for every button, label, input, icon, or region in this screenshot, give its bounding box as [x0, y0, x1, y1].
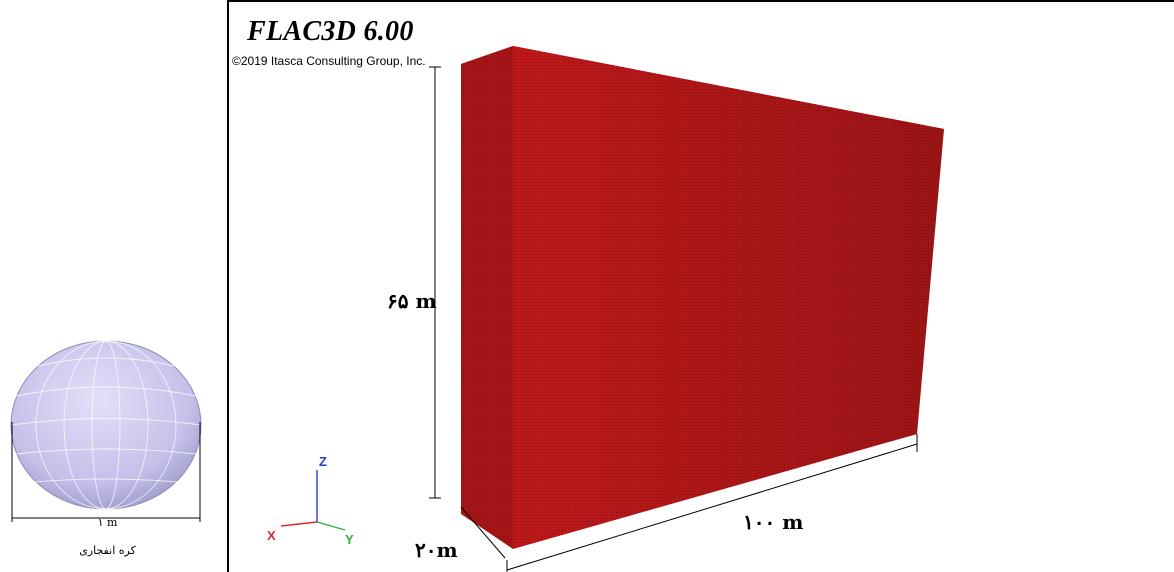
app-title: FLAC3D 6.00	[247, 16, 414, 47]
x-axis-line	[280, 521, 318, 527]
sphere-panel: ۱ m کره انفجاری	[0, 330, 215, 572]
length-dimension-label: ۱۰۰ m	[743, 510, 804, 534]
flac3d-viewport: FLAC3D 6.00 ©2019 Itasca Consulting Grou…	[227, 0, 1174, 572]
height-dimension-label: ۶۵ m	[387, 289, 437, 313]
width-dimension-label: ۲۰m	[415, 538, 458, 562]
block-side-face	[461, 46, 513, 549]
sphere-caption: کره انفجاری	[79, 544, 136, 557]
y-axis-label: Y	[345, 532, 354, 545]
x-axis-label: X	[267, 528, 276, 543]
dimension-lines	[429, 66, 918, 572]
rock-block-model	[429, 46, 944, 572]
y-axis-line	[316, 521, 346, 531]
explosive-sphere	[10, 340, 202, 522]
sphere-diameter-label: ۱ m	[97, 516, 118, 529]
axis-triad: Z X Y	[267, 454, 354, 545]
copyright-notice: ©2019 Itasca Consulting Group, Inc.	[232, 54, 426, 68]
z-axis-label: Z	[319, 454, 327, 469]
